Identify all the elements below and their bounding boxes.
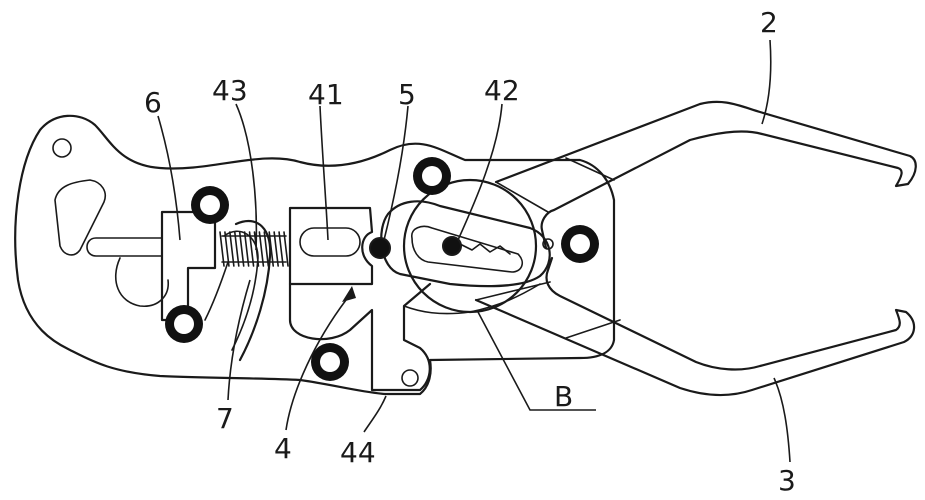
jaw-2 [494,100,917,250]
jaw-2-inner [495,181,549,213]
part-44-hole [401,369,419,387]
mounting-hole-center [570,234,590,254]
part-41-bar [288,206,374,286]
label-44: 44 [340,436,376,469]
pin-5 [369,237,391,259]
leader-43 [235,103,258,251]
leader-6 [157,115,181,241]
label-4: 4 [274,432,292,465]
cam-disk [402,178,538,314]
pin-42 [442,236,462,256]
base-plate [14,114,616,396]
small-pin [542,238,554,250]
leader-2 [761,39,772,125]
mounting-holes [165,157,599,381]
leader-5 [383,105,409,241]
part-44-plate [288,282,432,392]
mounting-hole-center [174,314,194,334]
leader-7 [227,279,251,401]
part-7-arm [234,219,272,362]
spring-outline [221,235,287,263]
label-6: 6 [144,86,162,119]
label-7: 7 [216,402,234,435]
part-6-rod [86,237,163,257]
label-B: B [554,380,573,413]
triangular-cutout [54,179,106,256]
slotted-link [380,200,551,288]
jaw-3 [474,256,916,397]
leader-B [477,311,596,411]
leader-42 [457,103,503,241]
corner-hole [52,138,72,158]
jaw-2-sep [565,157,615,181]
part-6-block [160,210,217,322]
mounting-hole-center [320,352,340,372]
label-42: 42 [484,74,520,107]
slot-zigzag [459,243,511,255]
lower-cutout [115,257,169,307]
label-3: 3 [778,464,796,497]
label-43: 43 [212,74,248,107]
mounting-hole-center [422,166,442,186]
mounting-hole-center [200,195,220,215]
leader-44 [363,395,387,433]
jaw-3-sep [565,319,621,339]
label-2: 2 [760,6,778,39]
label-41: 41 [308,78,344,111]
arrow-4-head [342,286,356,302]
link-slot [411,225,524,273]
label-5: 5 [398,78,416,111]
part-41-slot [299,227,361,257]
leader-41 [319,105,329,241]
spring-43 [219,231,289,267]
lower-arc [403,283,541,315]
spring-coils [219,231,289,267]
leader-4 [285,299,347,431]
leader-3 [773,377,791,463]
part-6-link [204,261,229,321]
